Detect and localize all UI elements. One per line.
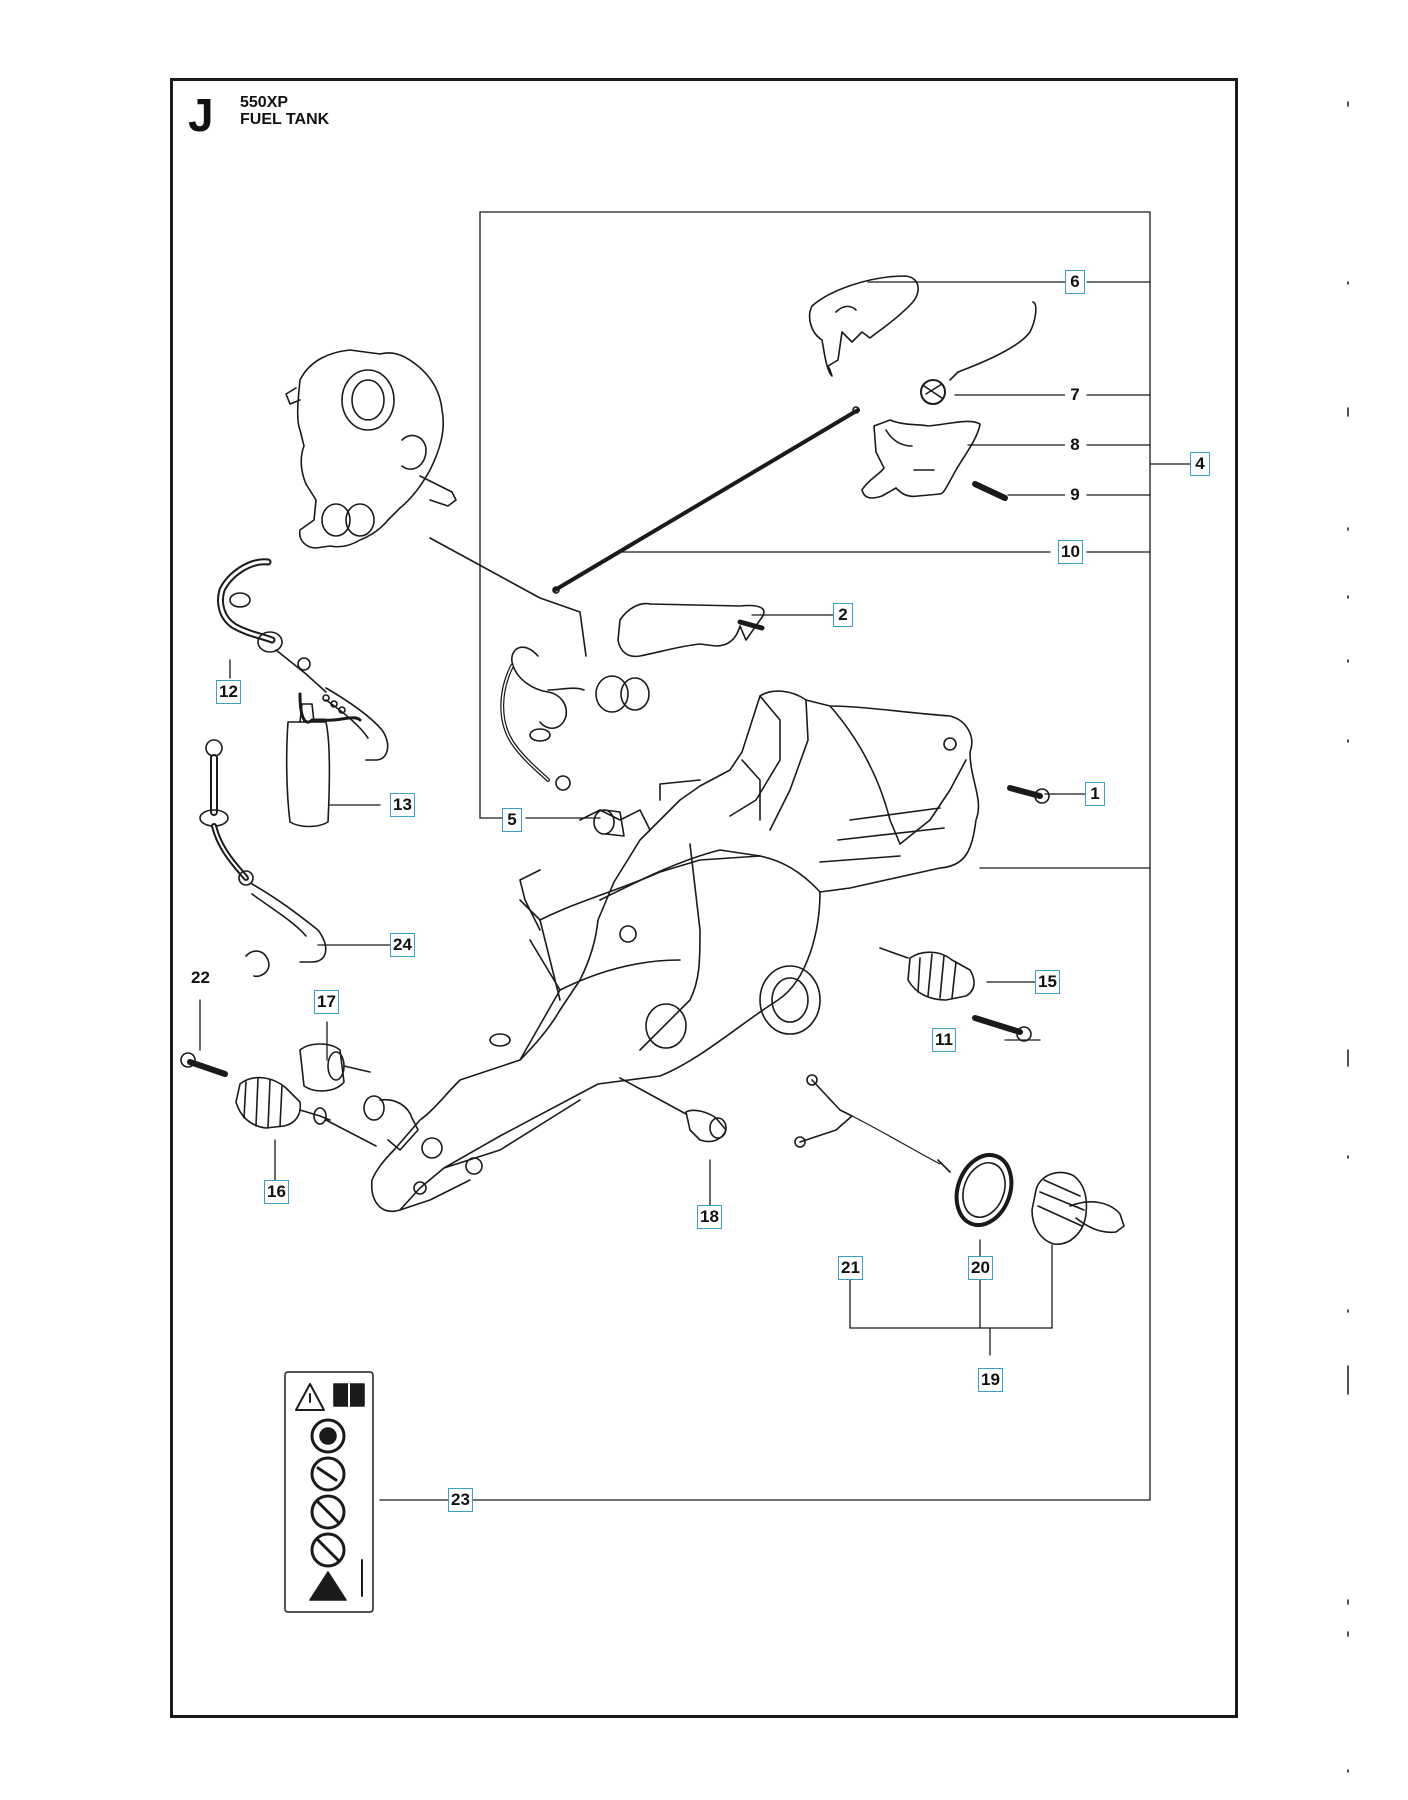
model-name: 550XP [240, 94, 289, 111]
callout-10: 10 [1058, 540, 1083, 564]
part-bushing-5 [593, 809, 625, 837]
part-gasket-20 [954, 1153, 1014, 1227]
part-handle-cover [617, 602, 765, 658]
callout-18: 18 [697, 1205, 722, 1229]
part-fuel-filter [285, 692, 362, 828]
part-oil-pickup [199, 739, 327, 978]
part-screw-11 [972, 1015, 1032, 1042]
callout-16: 16 [264, 1180, 289, 1204]
part-fuel-cap [1031, 1171, 1125, 1245]
callout-17: 17 [314, 990, 339, 1014]
callout-23: 23 [448, 1488, 473, 1512]
part-carburetor [285, 349, 457, 549]
callout-7: 7 [1065, 383, 1085, 407]
callout-8: 8 [1065, 433, 1085, 457]
diagram-heading: 550XP FUEL TANK [240, 94, 329, 128]
callout-21: 21 [838, 1256, 863, 1280]
part-vibration-damper-16 [235, 1076, 377, 1147]
section-letter: J [188, 89, 214, 141]
callout-1: 1 [1085, 782, 1105, 806]
part-throttle-trigger [861, 419, 981, 499]
part-plug-18 [619, 1077, 727, 1143]
part-screw-22 [180, 1052, 228, 1077]
callout-24: 24 [390, 933, 415, 957]
page-frame [170, 78, 1238, 1718]
callout-6: 6 [1065, 270, 1085, 294]
part-pin [972, 481, 1008, 501]
part-throttle-lockout [808, 275, 919, 377]
part-throttle-rod [552, 406, 860, 594]
bracket-line-main [471, 211, 1151, 1501]
callout-11: 11 [932, 1028, 956, 1052]
part-vibration-damper-15 [879, 947, 975, 1001]
part-primer-hose [429, 537, 650, 791]
part-spring [920, 301, 1037, 405]
callout-13: 13 [390, 793, 415, 817]
part-screw-1 [1007, 785, 1050, 804]
part-rubber-buffer-17 [299, 1043, 371, 1092]
part-mount-bracket [363, 1095, 443, 1159]
part-fuel-hose [217, 558, 389, 761]
part-retainer-21 [794, 1074, 951, 1173]
leader-lines [199, 211, 1191, 1501]
callout-9: 9 [1065, 483, 1085, 507]
part-warning-decal [284, 1371, 374, 1613]
callout-15: 15 [1035, 970, 1060, 994]
callout-22: 22 [188, 966, 213, 990]
diagram-title: FUEL TANK [240, 111, 330, 128]
callout-5: 5 [502, 808, 522, 832]
callout-20: 20 [968, 1256, 993, 1280]
callout-12: 12 [216, 680, 241, 704]
callout-2: 2 [833, 603, 853, 627]
callout-4: 4 [1190, 452, 1210, 476]
callout-19: 19 [978, 1368, 1003, 1392]
part-fuel-tank-housing [371, 690, 980, 1213]
